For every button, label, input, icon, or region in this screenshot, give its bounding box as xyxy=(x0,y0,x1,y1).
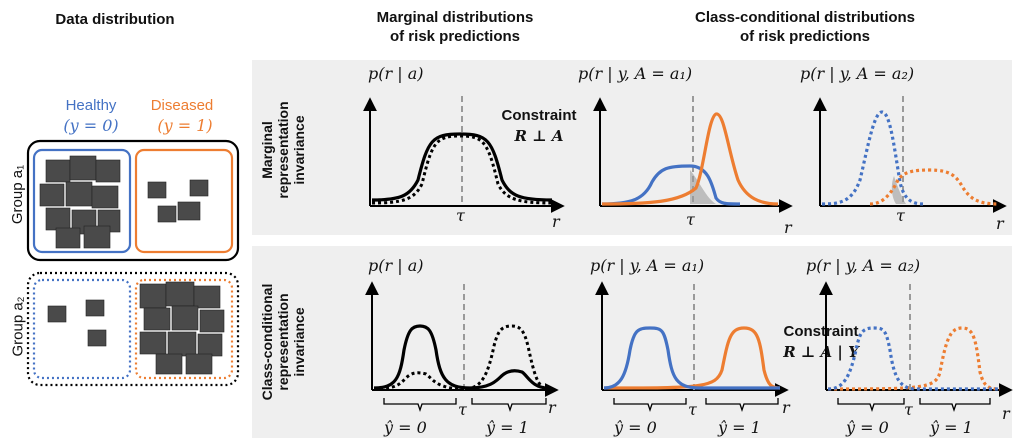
plot6-yhat0-brace xyxy=(837,398,905,413)
plot6-yhat1: ŷ = 1 xyxy=(930,418,973,437)
plot4-group-a2-curve xyxy=(373,324,549,391)
plot6-r: r xyxy=(1002,404,1010,423)
plot4-title: p(r | a) xyxy=(368,256,424,275)
plot6-yhat1-brace xyxy=(919,398,991,413)
plot4-yhat0: ŷ = 0 xyxy=(384,418,427,437)
plot5-tau: τ xyxy=(688,400,697,419)
plot2-title: p(r | y, A = a₁) xyxy=(578,64,693,83)
plot5-yhat0-brace xyxy=(613,398,687,413)
plot2-tau: τ xyxy=(686,210,695,229)
xray-images xyxy=(39,155,225,375)
plot1-group-a2-curve xyxy=(371,134,553,205)
plot5-healthy-curve xyxy=(603,326,780,390)
group-a2-healthy-box xyxy=(32,278,132,380)
plot2-overlap-area xyxy=(690,170,716,204)
constraint-1-title: Constraint xyxy=(501,107,577,124)
constraint-2: Constraint R ⊥ A | Y xyxy=(756,322,886,362)
plot1-group-a1-curve xyxy=(371,132,553,202)
plot4-tau: τ xyxy=(458,400,467,419)
diseased-y-label: (y = 1) xyxy=(157,116,213,135)
plot4-yhat1-brace xyxy=(471,398,547,413)
header-data-distribution: Data distribution xyxy=(55,11,175,28)
group-a1-healthy-box xyxy=(32,148,132,254)
plot4-yhat0-brace xyxy=(383,398,457,413)
group-a1-box xyxy=(26,139,240,262)
plot5-yhat1-brace xyxy=(705,398,779,413)
plot1-r: r xyxy=(552,212,560,231)
plot1-title: p(r | a) xyxy=(368,64,424,83)
plot3 xyxy=(813,96,1007,213)
plot2-healthy-curve xyxy=(601,164,741,206)
plot6 xyxy=(819,281,1013,413)
plot6-diseased-curve xyxy=(827,326,1001,391)
header-marginal: Marginal distributions of risk predictio… xyxy=(340,8,570,46)
plot6-tau: τ xyxy=(904,400,913,419)
group-a2-diseased-box xyxy=(134,278,234,380)
plot5-yhat0: ŷ = 0 xyxy=(614,418,657,437)
header-class-conditional-line1: Class-conditional distributions xyxy=(694,9,915,26)
plot3-tau: τ xyxy=(896,206,905,225)
plot2 xyxy=(593,96,793,213)
constraint-2-expr: R ⊥ A | Y xyxy=(783,343,859,361)
header-class-conditional-line2: of risk predictions xyxy=(739,28,871,45)
plot6-yhat0: ŷ = 0 xyxy=(846,418,889,437)
plot5 xyxy=(595,281,789,413)
group-a1-diseased-box xyxy=(134,148,234,254)
plot5-yhat1: ŷ = 1 xyxy=(718,418,761,437)
constraint-1-expr: R ⊥ A xyxy=(514,127,564,145)
plot5-r: r xyxy=(782,398,790,417)
plot3-healthy-curve xyxy=(821,110,925,206)
plot1-tau: τ xyxy=(456,206,465,225)
header-class-conditional: Class-conditional distributions of risk … xyxy=(640,8,970,46)
group-a2-box xyxy=(26,271,240,387)
constraint-2-title: Constraint xyxy=(783,323,859,340)
plot5-title: p(r | y, A = a₁) xyxy=(590,256,705,275)
plot2-r: r xyxy=(784,218,792,237)
plot3-title: p(r | y, A = a₂) xyxy=(800,64,915,83)
plot4-yhat1: ŷ = 1 xyxy=(486,418,529,437)
plot6-healthy-curve xyxy=(827,326,1000,391)
plot4-group-a1-curve xyxy=(373,324,549,390)
plot5-diseased-curve xyxy=(603,326,781,390)
plot3-overlap-area xyxy=(891,176,906,204)
header-marginal-line2: of risk predictions xyxy=(389,28,521,45)
plot2-diseased-curve xyxy=(601,112,779,206)
plot3-r: r xyxy=(996,214,1004,233)
plot1 xyxy=(363,96,565,213)
healthy-y-label: (y = 0) xyxy=(63,116,119,135)
plot4-r: r xyxy=(548,398,556,417)
healthy-label: Healthy xyxy=(65,97,117,114)
plot6-title: p(r | y, A = a₂) xyxy=(806,256,921,275)
plot4 xyxy=(365,281,559,413)
constraint-1: Constraint R ⊥ A xyxy=(484,106,594,146)
plot3-diseased-curve xyxy=(869,168,999,206)
diseased-label: Diseased xyxy=(150,97,214,114)
header-marginal-line1: Marginal distributions xyxy=(376,9,534,26)
